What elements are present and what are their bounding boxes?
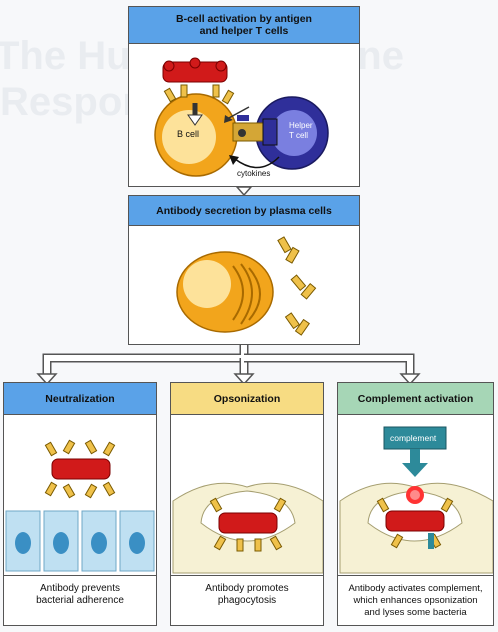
opsonization-illustration — [172, 482, 323, 574]
neutralization-caption: Antibody prevents bacterial adherence — [4, 575, 156, 607]
complement-caption: Antibody activates complement, which enh… — [338, 575, 493, 619]
b-cell — [154, 93, 238, 177]
helper-t-cell-label-line-2: T cell — [289, 131, 308, 140]
complement-panel: Complement activation complement — [337, 382, 494, 626]
secretion-panel: Antibody secretion by plasma cells — [128, 195, 360, 345]
complement-caption-line-2: which enhances opsonization — [353, 595, 478, 606]
activation-title-line-2: and helper T cells — [199, 25, 289, 37]
activation-arrows — [187, 103, 280, 169]
cytokines-label: cytokines — [237, 169, 271, 178]
complement-panel-header: Complement activation — [338, 383, 493, 415]
plasma-cell — [176, 251, 274, 333]
neutralization-caption-line-1: Antibody prevents — [39, 583, 121, 594]
opsonization-caption-line-2: phagocytosis — [217, 595, 277, 606]
neutralization-illustration — [5, 439, 155, 572]
antigen — [162, 57, 228, 83]
opsonization-panel: Opsonization Antibody promotes phagocyto… — [170, 382, 324, 626]
b-cell-receptors — [163, 84, 235, 105]
activation-illustration — [154, 84, 329, 177]
complement-box-label: complement — [390, 433, 437, 443]
opsonization-caption-line-1: Antibody promotes — [205, 583, 289, 594]
opsonizing-antibodies — [209, 497, 287, 552]
helper-t-cell — [255, 96, 329, 170]
mhc-tcr-contact — [232, 115, 278, 146]
complement-title: Complement activation — [357, 392, 474, 405]
coated-bacterium — [51, 458, 111, 480]
activation-panel-header: B-cell activation by antigen and helper … — [129, 7, 359, 44]
neutralization-panel: Neutralization Antibody prevents — [3, 382, 157, 626]
helper-t-cell-label-line-1: Helper — [289, 121, 313, 130]
opsonization-panel-header: Opsonization — [171, 383, 323, 415]
opsonization-title: Opsonization — [213, 392, 281, 405]
bound-antibodies — [44, 439, 116, 499]
secreted-antibodies — [277, 236, 317, 336]
secretion-title: Antibody secretion by plasma cells — [156, 204, 332, 217]
complement-illustration — [339, 426, 493, 574]
secretion-panel-header: Antibody secretion by plasma cells — [129, 196, 359, 226]
plasma-cell-illustration — [176, 236, 317, 336]
complement-burst — [406, 486, 424, 504]
b-cell-label: B cell — [177, 129, 200, 139]
complement-caption-line-3: and lyses some bacteria — [364, 607, 467, 618]
opsonization-caption: Antibody promotes phagocytosis — [171, 575, 323, 607]
complement-receptor — [428, 533, 434, 549]
neutralization-caption-line-2: bacterial adherence — [36, 595, 124, 606]
neutralization-title: Neutralization — [45, 392, 115, 405]
lysed-bacterium — [385, 510, 445, 532]
opsonized-bacterium — [218, 512, 278, 534]
neutralization-panel-header: Neutralization — [4, 383, 156, 415]
complement-box — [383, 426, 447, 477]
epithelial-cells — [5, 510, 155, 572]
complement-caption-line-1: Antibody activates complement, — [348, 583, 483, 594]
activation-panel: B-cell activation by antigen and helper … — [128, 6, 360, 187]
activation-title-line-1: B-cell activation by antigen — [176, 13, 312, 25]
